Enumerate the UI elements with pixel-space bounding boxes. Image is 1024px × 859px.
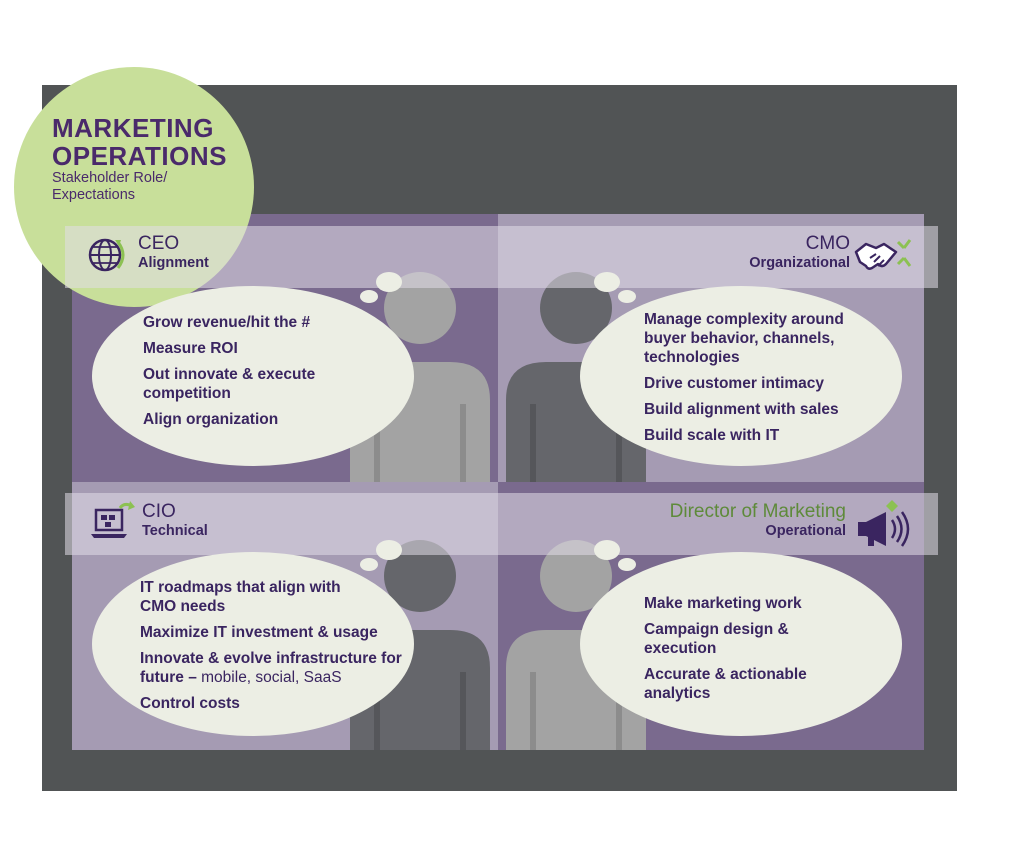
role-title-cio: CIO <box>142 501 176 522</box>
thought-puff <box>360 290 378 303</box>
list-item: Align organization <box>143 411 279 428</box>
list-item: Drive customer intimacy <box>644 375 825 392</box>
thought-puff <box>360 558 378 571</box>
ceo-expectations-list: Grow revenue/hit the # Measure ROI Out i… <box>143 313 363 436</box>
list-item-bold: Innovate & evolve infrastructure for fut… <box>140 650 402 686</box>
page-subtitle-line2: Expectations <box>52 187 136 203</box>
cmo-expectations-list: Manage complexity around buyer behavior,… <box>644 310 864 452</box>
header-band-ceo <box>65 226 498 288</box>
role-title-cmo: CMO <box>805 233 850 254</box>
role-subtitle-cmo: Organizational <box>749 255 850 271</box>
role-subtitle-cio: Technical <box>142 523 208 539</box>
list-item: Accurate & actionable analytics <box>644 666 807 702</box>
page-subtitle-line1: Stakeholder Role/ <box>52 170 168 186</box>
list-item: Control costs <box>140 695 240 712</box>
cio-expectations-list: IT roadmaps that align with CMO needs Ma… <box>140 578 402 720</box>
director-expectations-list: Make marketing work Campaign design & ex… <box>644 594 844 710</box>
list-item: Measure ROI <box>143 340 238 357</box>
handshake-icon <box>854 239 912 270</box>
header-band-cio <box>65 493 498 555</box>
list-item: Campaign design & execution <box>644 621 789 657</box>
thought-bubble-director <box>580 552 902 736</box>
list-item: Maximize IT investment & usage <box>140 624 378 641</box>
thought-puff <box>376 272 402 292</box>
thought-puff <box>618 290 636 303</box>
list-item-light: mobile, social, SaaS <box>196 669 342 686</box>
thought-puff <box>376 540 402 560</box>
thought-puff <box>594 540 620 560</box>
list-item: Build alignment with sales <box>644 401 839 418</box>
page-title-line2: OPERATIONS <box>52 141 227 171</box>
list-item: Make marketing work <box>644 595 802 612</box>
role-subtitle-ceo: Alignment <box>138 255 209 271</box>
role-title-ceo: CEO <box>138 233 180 254</box>
thought-puff <box>594 272 620 292</box>
laptop-icon <box>91 501 135 538</box>
megaphone-icon <box>858 500 910 547</box>
thought-bubble-cmo <box>580 286 902 466</box>
globe-icon <box>88 238 125 272</box>
page-title-line1: MARKETING <box>52 113 214 143</box>
role-title-director: Director of Marketing <box>669 501 846 522</box>
list-item: Build scale with IT <box>644 427 780 444</box>
list-item: Innovate & evolve infrastructure for fut… <box>140 649 402 687</box>
list-item: IT roadmaps that align with CMO needs <box>140 579 341 615</box>
list-item: Out innovate & execute competition <box>143 366 316 402</box>
thought-bubble-cio <box>92 552 414 736</box>
thought-bubble-ceo <box>92 286 414 466</box>
thought-puff <box>618 558 636 571</box>
list-item: Manage complexity around buyer behavior,… <box>644 311 844 366</box>
list-item: Grow revenue/hit the # <box>143 314 311 331</box>
role-subtitle-director: Operational <box>765 523 846 539</box>
